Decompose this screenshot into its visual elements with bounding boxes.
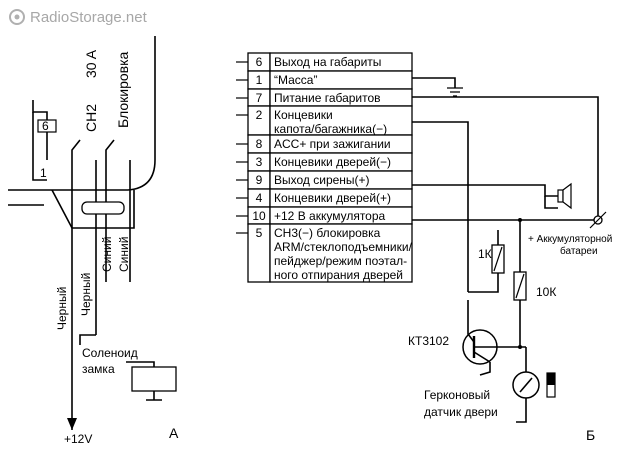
battery-label-2: батареи	[560, 245, 598, 257]
unit-body-edge	[60, 36, 156, 191]
table-row: 1 “Масса”	[236, 70, 413, 90]
pin-description: “Масса”	[274, 73, 317, 87]
siren-icon	[562, 182, 572, 210]
pin-number: 7	[256, 91, 263, 105]
pin-number: 4	[256, 191, 263, 205]
housing-edge	[32, 100, 48, 160]
reed-contact	[519, 377, 533, 393]
siren-return	[544, 196, 558, 209]
table-row: 10 +12 В аккумулятора	[236, 206, 413, 225]
transistor-emitter	[479, 362, 491, 376]
table-row: 8 ACC+ при зажигании	[236, 134, 413, 154]
block-label: Блокировка	[115, 51, 131, 128]
pin-number: 9	[256, 173, 263, 187]
pin-description: Выход сирены(+)	[274, 173, 370, 187]
desc-cell	[269, 223, 413, 283]
pin-number: 2	[256, 108, 263, 122]
block-wire-top	[105, 139, 115, 160]
table-row: 5 CH3(−) блокировкаARM/стеклоподъемники/п…	[236, 223, 413, 283]
siren-body	[557, 189, 564, 203]
pin-number: 6	[256, 55, 263, 69]
blue-label-2: Синий	[117, 237, 131, 272]
pin6-box	[37, 119, 57, 133]
housing-inner	[32, 112, 47, 181]
solenoid-lead	[126, 361, 155, 367]
pin-description: Концевики	[274, 108, 333, 122]
watermark: RadioStorage.net	[9, 9, 148, 26]
magnet-pole	[547, 373, 555, 385]
solenoid-wire	[79, 334, 96, 345]
reed-bottom	[516, 398, 527, 423]
solenoid-label-2: замка	[82, 362, 115, 376]
pin-number: 3	[256, 155, 263, 169]
connector-fuse	[81, 201, 125, 215]
pin-description: +12 В аккумулятора	[274, 209, 386, 223]
desc-cell	[269, 105, 413, 136]
panel-b-label: Б	[586, 427, 595, 443]
table-row: 4 Концевики дверей(+)	[236, 188, 413, 208]
pin-description: ACC+ при зажигании	[274, 137, 391, 151]
siren-wire	[412, 184, 558, 197]
black-label-1: Черный	[55, 287, 69, 330]
ch2-wire-top	[71, 139, 81, 160]
battery-label-1: + Аккумуляторной	[528, 234, 612, 245]
r1-arrow	[493, 246, 503, 272]
r1-label: 1К	[478, 247, 492, 261]
table-row: 9 Выход сирены(+)	[236, 170, 413, 190]
panel-b: + Аккумуляторной батареи 1К 10К КТ3102 Г…	[408, 77, 612, 443]
pin-description: Питание габаритов	[274, 91, 381, 105]
transistor-label: КТ3102	[408, 334, 449, 348]
v12-arrow-head	[67, 418, 77, 430]
amp-label: 30 A	[83, 49, 99, 78]
hood-line	[412, 121, 469, 292]
solenoid-ground	[146, 391, 162, 401]
pin-number: 8	[256, 137, 263, 151]
pin-number: 10	[252, 209, 266, 223]
transistor-leads	[467, 300, 491, 363]
pin6-label: 6	[42, 119, 49, 133]
pin1-label: 1	[40, 166, 47, 180]
blue-label-1: Синий	[100, 237, 114, 272]
transistor-node	[518, 345, 522, 349]
pin-description: пейджер/режим поэтал-	[274, 254, 407, 268]
pin-table: 6 Выход на габариты 1 “Масса” 7 Питание габар…	[236, 52, 413, 283]
r2-label: 10К	[536, 285, 556, 299]
panel-a-label: А	[169, 425, 179, 441]
ch2-label: CH2	[83, 104, 99, 132]
reed-label-2: датчик двери	[424, 405, 498, 419]
pin-description: ного отпирания дверей	[274, 268, 403, 282]
pin-description: Выход на габариты	[274, 55, 381, 69]
ground-symbol	[447, 87, 463, 97]
connector-block	[51, 189, 135, 229]
pin-description: капота/багажника(−)	[274, 122, 387, 136]
panel-a: 6 1 CH2 30 A Блокировка +12V Черный Черн…	[8, 36, 179, 446]
pin-description: ARM/стеклоподъемники/	[274, 240, 413, 254]
solenoid-label-1: Соленоид	[82, 346, 138, 360]
pin-description: CH3(−) блокировка	[274, 226, 381, 240]
r1-lead	[468, 272, 499, 293]
r2-arrow	[515, 273, 525, 299]
terminal-slash	[589, 211, 607, 229]
pin-description: Концевики дверей(−)	[274, 155, 391, 169]
pin-number: 1	[256, 73, 263, 87]
black-label-2: Черный	[79, 273, 93, 316]
solenoid-coil	[131, 366, 177, 392]
watermark-text: RadioStorage.net	[30, 9, 148, 26]
power-line	[412, 96, 599, 220]
table-row: 3 Концевики дверей(−)	[236, 152, 413, 172]
pin-number: 5	[256, 226, 263, 240]
ground-wire	[412, 77, 456, 88]
table-row: 7 Питание габаритов	[236, 88, 413, 107]
pin-description: Концевики дверей(+)	[274, 191, 391, 205]
table-row: 6 Выход на габариты	[236, 52, 413, 72]
v12-label: +12V	[64, 432, 92, 446]
reed-label-1: Герконовый	[424, 388, 490, 402]
